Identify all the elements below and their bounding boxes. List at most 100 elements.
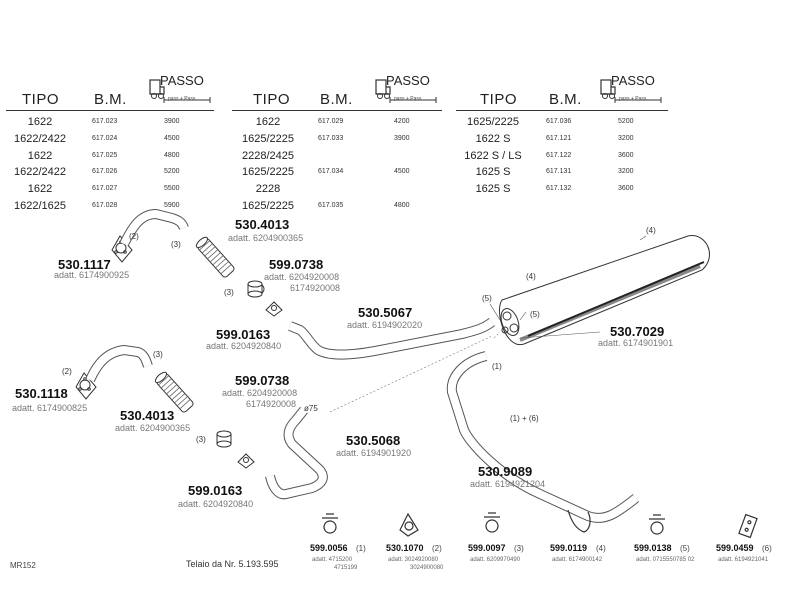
table-cell-passo: 5900 <box>164 202 180 209</box>
table-cell-bm: 617.131 <box>546 168 572 176</box>
table-cell-passo: 5200 <box>164 168 180 176</box>
header-divider <box>6 110 214 111</box>
callout: (1) <box>492 362 502 371</box>
table-cell-bm: 617.121 <box>546 134 572 142</box>
col2-tipo-header: TIPO <box>253 91 291 108</box>
callout: (3) <box>171 240 181 249</box>
small-part-number: 530.1070 <box>386 543 424 553</box>
table-cell-tipo: 1625 S <box>475 166 511 179</box>
flex-hose-upper <box>195 236 235 278</box>
part-adattamento: 6174920008 <box>246 399 297 409</box>
table-cell-tipo: 2228/2425 <box>242 149 294 162</box>
header-divider <box>456 110 668 111</box>
table-cell-bm: 617.026 <box>92 168 118 176</box>
table-cell-tipo: 1622/2422 <box>14 132 66 145</box>
table-cell-tipo: 1625/2225 <box>467 116 519 128</box>
table-cell-tipo: 1622 S <box>475 132 511 145</box>
flange-530-1117 <box>111 235 133 263</box>
table-cell-passo: 3600 <box>618 151 634 159</box>
telaio-note: Telaio da Nr. 5.193.595 <box>186 559 279 569</box>
part-adattamento: adatt. 6204920008 <box>264 272 340 282</box>
table-cell-tipo: 1622 <box>27 116 53 128</box>
table-cell-tipo: 1625 S <box>475 183 511 196</box>
table-cell-bm: 617.023 <box>92 118 118 125</box>
table-cell-passo: 4800 <box>164 151 180 159</box>
pipe-diameter-label: ø75 <box>304 404 318 413</box>
col2-bm-header: B.M. <box>320 91 353 108</box>
clamp-599-0163-upper <box>265 301 283 317</box>
part-number: 530.1117 <box>58 257 111 272</box>
part-adattamento: adatt. 6194902020 <box>347 320 423 330</box>
table-cell-tipo: 1622/2422 <box>14 166 66 179</box>
callout: (5) <box>530 310 540 319</box>
table-cell-passo: 4200 <box>394 118 410 125</box>
drawing-code: MR152 <box>10 561 36 570</box>
hanger-strap-icon <box>567 509 591 533</box>
flex-hose-lower <box>154 371 194 413</box>
part-adattamento: adatt. 6204920008 <box>222 388 298 398</box>
callout: (2) <box>62 367 72 376</box>
part-adattamento: adatt. 6194901920 <box>336 448 412 458</box>
small-part-adattamento: adatt. 6194921041 <box>718 557 769 563</box>
small-part-number: 599.0119 <box>550 543 588 553</box>
part-adattamento: adatt. 6204920840 <box>178 499 254 509</box>
table-cell-passo: 3200 <box>618 168 634 176</box>
small-part-qty: (6) <box>762 544 772 553</box>
col1-bm-header: B.M. <box>94 91 127 108</box>
table-cell-tipo: 1625/2225 <box>242 132 294 145</box>
part-number: 599.0163 <box>188 483 243 498</box>
passo-label: PASSO <box>160 73 204 88</box>
part-number: 530.7029 <box>610 324 665 339</box>
small-part-qty: (3) <box>514 544 524 553</box>
small-part-adattamento: 3024900080 <box>410 565 444 571</box>
table-cell-bm: 617.024 <box>92 134 118 142</box>
table-cell-bm: 617.028 <box>92 202 118 209</box>
clamp-599-0163-lower <box>237 453 255 469</box>
callout: (3) <box>224 288 234 297</box>
small-part-number: 599.0459 <box>716 543 754 553</box>
callout: (4) <box>646 226 656 235</box>
part-adattamento: adatt. 6194921204 <box>470 479 546 489</box>
passo-sub: pass + Pass <box>168 96 196 102</box>
table-cell-tipo: 1622 S / LS <box>464 149 522 162</box>
muffler-530-7029 <box>498 235 710 345</box>
rubber-hanger-icon <box>738 513 758 539</box>
passo-label: PASSO <box>386 73 430 88</box>
small-part-number: 599.0097 <box>468 543 506 553</box>
small-part-qty: (4) <box>596 544 606 553</box>
part-adattamento: adatt. 6204920840 <box>206 341 282 351</box>
small-part-qty: (2) <box>432 544 442 553</box>
flange-plate-icon <box>399 512 419 537</box>
callout: (3) <box>196 435 206 444</box>
table-cell-bm: 617.033 <box>318 134 344 142</box>
passo-sub: pass + Pass <box>394 96 422 102</box>
table-cell-bm: 617.122 <box>546 151 572 159</box>
table-cell-passo: 3900 <box>394 134 410 142</box>
ring-599-0738-upper <box>247 280 265 298</box>
table-cell-bm: 617.036 <box>546 118 572 125</box>
part-number: 530.5068 <box>346 433 401 448</box>
part-number: 599.0163 <box>216 327 271 342</box>
table-cell-passo: 3900 <box>164 118 180 125</box>
table-cell-bm: 617.035 <box>318 202 344 209</box>
part-adattamento: adatt. 6204900365 <box>228 233 304 243</box>
table-cell-bm: 617.029 <box>318 118 344 125</box>
clamp-ring-icon <box>649 514 665 535</box>
table-cell-passo: 3600 <box>618 185 634 193</box>
callout: (2) <box>129 232 139 241</box>
callout: (1) + (6) <box>510 414 539 423</box>
table-cell-bm: 617.132 <box>546 185 572 193</box>
table-cell-tipo: 1625/2225 <box>242 200 294 212</box>
table-cell-tipo: 1622 <box>255 116 281 128</box>
passo-sub: pass + Pass <box>619 96 647 102</box>
passo-truck-icon <box>374 72 440 113</box>
part-adattamento: adatt. 6204900365 <box>115 423 191 433</box>
small-part-adattamento: 4715199 <box>334 565 358 571</box>
table-cell-passo: 3200 <box>618 134 634 142</box>
small-part-adattamento: adatt. 4715200 <box>312 557 353 563</box>
part-adattamento: 6174920008 <box>290 283 341 293</box>
part-number: 530.5067 <box>358 305 413 320</box>
part-number: 530.4013 <box>235 217 290 232</box>
small-part-number: 599.0138 <box>634 543 672 553</box>
table-cell-tipo: 1622 <box>27 183 53 196</box>
